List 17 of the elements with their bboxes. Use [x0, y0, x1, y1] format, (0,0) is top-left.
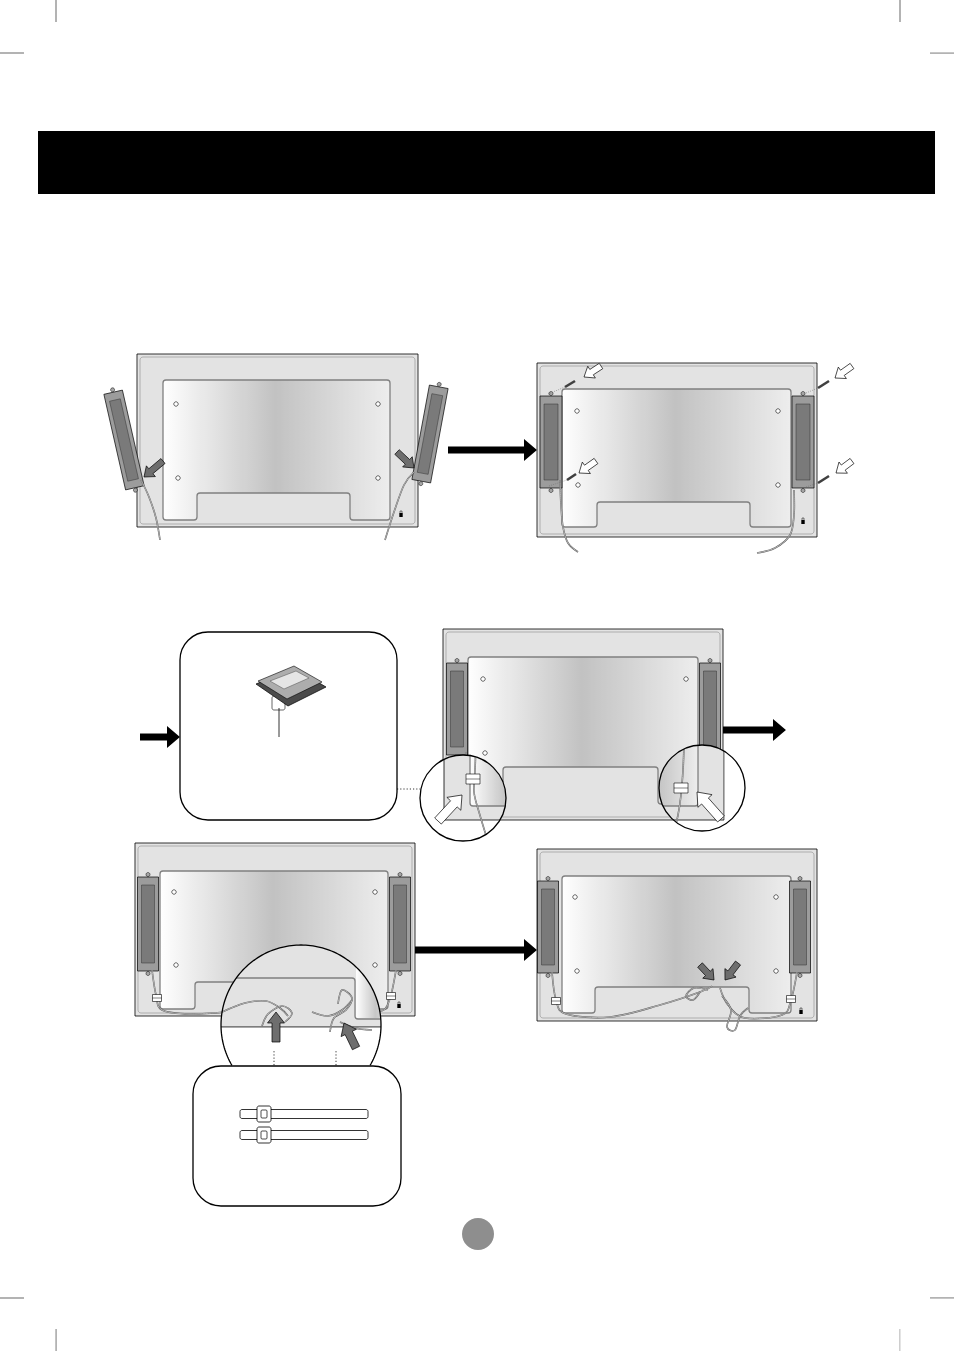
callout-box [192, 1065, 402, 1207]
tv-rear-drawing [134, 842, 416, 1066]
tv-rear-drawing [536, 362, 855, 554]
leader-line [335, 1050, 337, 1067]
tv-rear-drawing [103, 353, 449, 541]
cable-tie [239, 1105, 369, 1123]
callout-box [179, 631, 398, 821]
magnifier-circle [658, 744, 746, 832]
leader-line [396, 788, 421, 790]
cable-tie [239, 1126, 369, 1144]
cable-clamp [255, 665, 327, 711]
leader-line [278, 707, 280, 738]
magnifier-circle [419, 754, 507, 842]
tv-rear-drawing [536, 848, 818, 1032]
tv-rear-drawing [419, 628, 746, 842]
magnifier-circle [220, 944, 382, 1066]
leader-line [273, 1050, 275, 1067]
